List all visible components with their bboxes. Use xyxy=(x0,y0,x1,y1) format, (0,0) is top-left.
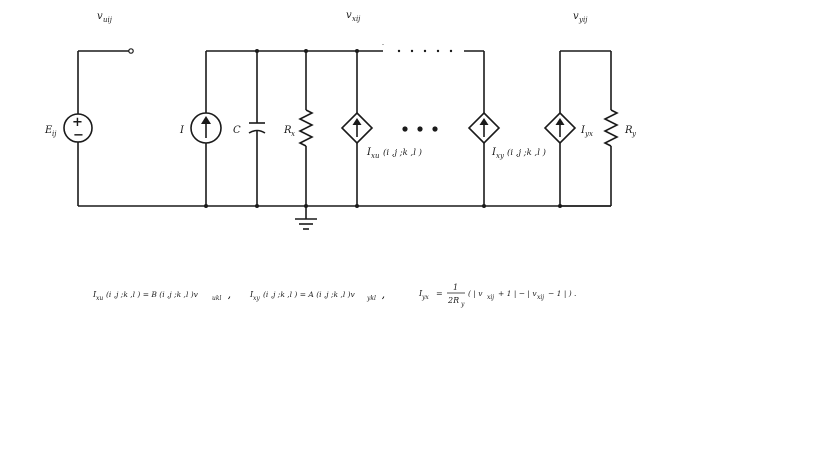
ground-symbol xyxy=(295,206,317,230)
equation-Ixy: I xy (i ,j ;k ,l ) = A (i ,j ;k ,l )v yk… xyxy=(249,290,385,302)
svg-text:yx: yx xyxy=(584,130,593,138)
svg-text:x: x xyxy=(291,130,295,138)
svg-text:I: I xyxy=(249,290,254,299)
svg-text:(i ,j ;k ,l ): (i ,j ;k ,l ) xyxy=(507,147,546,158)
ellipsis-dots-middle xyxy=(402,126,438,132)
svg-text:uij: uij xyxy=(103,16,113,24)
resistor-Ry xyxy=(603,109,619,147)
label-Ixu: I xu (i ,j ;k ,l ) xyxy=(366,147,422,160)
svg-text:v: v xyxy=(573,11,579,22)
svg-text:=: = xyxy=(436,289,443,298)
label-Iyx: I yx xyxy=(580,125,593,138)
svg-text:(i ,j ;k ,l ): (i ,j ;k ,l ) xyxy=(383,147,422,158)
svg-text:xu: xu xyxy=(96,295,103,302)
svg-text:I: I xyxy=(418,289,423,298)
input-terminal xyxy=(128,48,134,54)
svg-text:I: I xyxy=(179,125,185,136)
svg-text:I: I xyxy=(366,147,372,158)
svg-text:I: I xyxy=(491,147,497,158)
output-circuit: I yx R y xyxy=(543,50,637,207)
label-resistor-Ry: R y xyxy=(624,125,637,138)
svg-text:y: y xyxy=(460,301,465,308)
label-resistor-Rx: R x xyxy=(283,125,295,138)
svg-text:1: 1 xyxy=(453,283,458,292)
svg-text:2R: 2R xyxy=(447,296,459,305)
svg-text:yx: yx xyxy=(421,294,429,301)
svg-text:( | v: ( | v xyxy=(468,289,483,298)
svg-text:ykl: ykl xyxy=(366,295,376,302)
label-v-state: v xij xyxy=(346,10,361,23)
svg-text:xij: xij xyxy=(352,15,361,23)
arrow-up-icon xyxy=(555,118,565,125)
input-circuit: + − E ij xyxy=(44,48,206,207)
svg-text:v: v xyxy=(97,11,103,22)
svg-text:yij: yij xyxy=(578,16,588,24)
svg-text:I: I xyxy=(92,290,97,299)
plus-icon: + xyxy=(72,115,83,130)
svg-text:xy: xy xyxy=(496,152,505,160)
svg-text:y: y xyxy=(631,130,637,138)
svg-text:ij: ij xyxy=(52,130,57,138)
arrow-up-icon xyxy=(479,118,489,125)
svg-text:xij: xij xyxy=(537,294,544,301)
svg-text:R: R xyxy=(283,125,292,136)
label-v-input: v uij xyxy=(97,11,113,24)
svg-text:R: R xyxy=(624,125,633,136)
label-Ixy: I xy (i ,j ;k ,l ) xyxy=(491,147,546,160)
svg-text:I: I xyxy=(580,125,586,136)
main-wires xyxy=(206,44,611,207)
ellipsis-dots-top xyxy=(397,49,453,53)
svg-text:C: C xyxy=(233,125,241,136)
dependent-source-Ixu: I xu (i ,j ;k ,l ) xyxy=(340,51,422,206)
current-source-I: I xyxy=(179,51,222,206)
resistor-Rx: R x xyxy=(283,51,314,206)
equation-Iyx: I yx = 1 2R y ( | v xij + 1 | − | v xij … xyxy=(418,283,576,308)
svg-text:(i ,j ;k ,l ) = B (i ,j ;k ,l: (i ,j ;k ,l ) = B (i ,j ;k ,l )v xyxy=(106,290,199,299)
equation-Ixu: I xu (i ,j ;k ,l ) = B (i ,j ;k ,l )v uk… xyxy=(92,290,231,302)
svg-text:− 1 | ) .: − 1 | ) . xyxy=(548,289,576,298)
svg-text:v: v xyxy=(346,10,352,21)
svg-text:xij: xij xyxy=(487,294,494,301)
svg-text:,: , xyxy=(227,290,231,300)
minus-icon: − xyxy=(73,128,84,143)
label-v-output: v yij xyxy=(573,11,588,24)
svg-text:xu: xu xyxy=(371,152,380,160)
svg-text:ukl: ukl xyxy=(212,295,222,302)
arrow-up-icon xyxy=(352,118,362,125)
dependent-source-Ixy: I xy (i ,j ;k ,l ) xyxy=(467,51,546,206)
arrow-up-icon xyxy=(201,116,211,124)
svg-text:+ 1 | − | v: + 1 | − | v xyxy=(498,289,537,298)
junction-dots xyxy=(204,49,562,208)
label-source-E: E ij xyxy=(44,125,57,138)
capacitor-C: C xyxy=(233,51,266,206)
svg-text:xy: xy xyxy=(253,295,260,302)
svg-text:(i ,j ;k ,l ) = A (i ,j ;k ,l: (i ,j ;k ,l ) = A (i ,j ;k ,l )v xyxy=(263,290,356,299)
svg-text:,: , xyxy=(381,290,385,300)
svg-text:E: E xyxy=(44,125,53,136)
